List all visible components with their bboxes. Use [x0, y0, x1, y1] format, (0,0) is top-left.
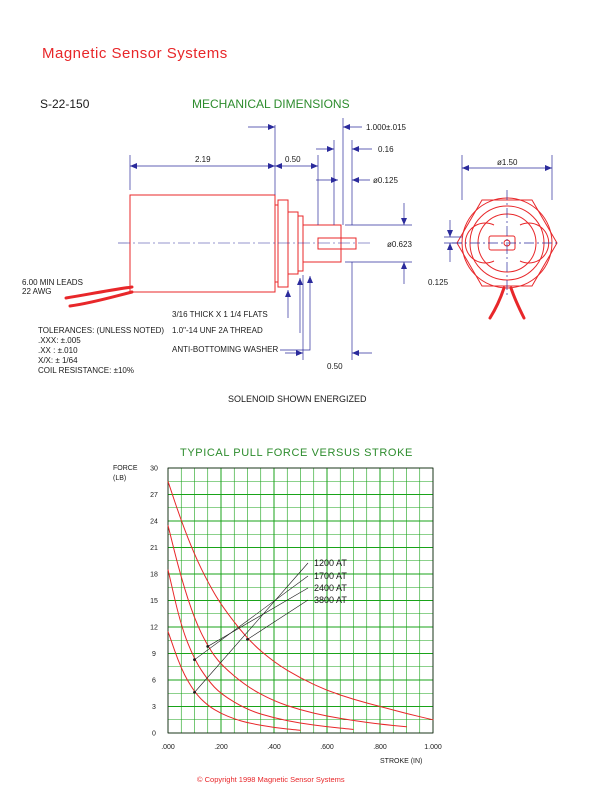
chart-tick-labels: 0 3 6 9 12 15 18 21 24 27 30 .000 .200 .400 .600 .800 1.…	[150, 466, 442, 752]
legend-leader	[194, 562, 309, 693]
legend-leader	[247, 599, 309, 640]
series-line	[167, 569, 355, 730]
y-tick-label: 15	[150, 598, 158, 605]
dim-body-dia: ø1.50	[497, 158, 518, 167]
lead-wires	[64, 285, 134, 308]
x-tick-label: .000	[161, 744, 175, 751]
dim-pin-dia: ø0.125	[373, 176, 398, 185]
note-thread: 1.0"-14 UNF 2A THREAD	[172, 326, 263, 335]
end-view-dimensions	[444, 155, 560, 296]
x-tick-label: 1.000	[424, 744, 442, 751]
plunger	[302, 224, 342, 263]
dim-offset: 0.125	[428, 278, 449, 287]
dim-stroke-total: 1.000±.015	[366, 123, 407, 132]
part-number: S-22-150	[40, 97, 90, 111]
chart-legend: 1200 AT 1700 AT 2400 AT 3800 AT	[193, 558, 347, 694]
copyright: © Copyright 1998 Magnetic Sensor Systems	[197, 775, 345, 784]
chart-series	[167, 481, 434, 731]
tolerance-line-3: .XX : ±.010	[38, 346, 78, 355]
dim-plunger-head: 0.16	[378, 145, 394, 154]
section-title: MECHANICAL DIMENSIONS	[192, 97, 350, 111]
tolerance-line-2: .XXX: ±.005	[38, 336, 81, 345]
series-line	[167, 481, 434, 721]
chart-title: TYPICAL PULL FORCE VERSUS STROKE	[180, 447, 413, 459]
tolerance-line-1: TOLERANCES: (UNLESS NOTED)	[38, 326, 164, 335]
x-tick-label: .600	[320, 744, 334, 751]
y-tick-label: 24	[150, 519, 158, 526]
energized-note: SOLENOID SHOWN ENERGIZED	[228, 394, 367, 404]
chart-grid	[167, 467, 434, 734]
series-line	[167, 631, 302, 731]
y-tick-label: 30	[150, 466, 158, 473]
y-axis-label-line-1: FORCE	[113, 465, 138, 472]
legend-leader-dot	[206, 645, 210, 648]
y-tick-label: 3	[152, 704, 156, 711]
legend-label: 2400 AT	[314, 583, 347, 593]
y-tick-label: 18	[150, 572, 158, 579]
tolerance-line-4: X/X: ± 1/64	[38, 356, 78, 365]
company-title: Magnetic Sensor Systems	[42, 45, 228, 62]
legend-label: 1200 AT	[314, 558, 347, 568]
y-tick-label: 0	[152, 731, 156, 738]
mounting-nut	[277, 199, 289, 288]
plot-frame	[167, 467, 434, 734]
x-axis-label: STROKE (IN)	[380, 758, 422, 765]
dim-plunger-dia: ø0.623	[387, 240, 412, 249]
plunger-pin	[317, 237, 357, 250]
legend-leader	[207, 587, 309, 647]
leads-note-2: 22 AWG	[22, 287, 52, 296]
legend-label: 1700 AT	[314, 571, 347, 581]
dimension-lines	[129, 118, 412, 360]
legend-leader	[194, 575, 309, 660]
y-tick-label: 6	[152, 678, 156, 685]
x-tick-label: .800	[373, 744, 387, 751]
series-line	[167, 525, 408, 728]
x-tick-label: .400	[267, 744, 281, 751]
solenoid-side-view	[129, 194, 357, 293]
y-tick-label: 21	[150, 545, 158, 552]
legend-leader-dot	[193, 658, 196, 662]
end-view-leads	[488, 286, 526, 320]
note-flats: 3/16 THICK X 1 1/4 FLATS	[172, 310, 268, 319]
y-tick-label: 12	[150, 625, 158, 632]
y-tick-label: 9	[152, 651, 156, 658]
tolerance-line-5: COIL RESISTANCE: ±10%	[38, 366, 134, 375]
note-washer: ANTI-BOTTOMING WASHER	[172, 345, 278, 354]
dim-shoulder: 0.50	[285, 155, 301, 164]
legend-label: 3800 AT	[314, 595, 347, 605]
legend-leader-dot	[246, 637, 249, 641]
x-tick-label: .200	[214, 744, 228, 751]
coil-body	[129, 194, 276, 293]
y-tick-label: 27	[150, 492, 158, 499]
dim-washer: 0.50	[327, 362, 343, 371]
dim-length: 2.19	[195, 155, 211, 164]
y-axis-label-line-2: (LB)	[113, 475, 126, 482]
leads-note-1: 6.00 MIN LEADS	[22, 278, 83, 287]
legend-leader-dot	[193, 690, 196, 694]
washer	[297, 215, 304, 272]
